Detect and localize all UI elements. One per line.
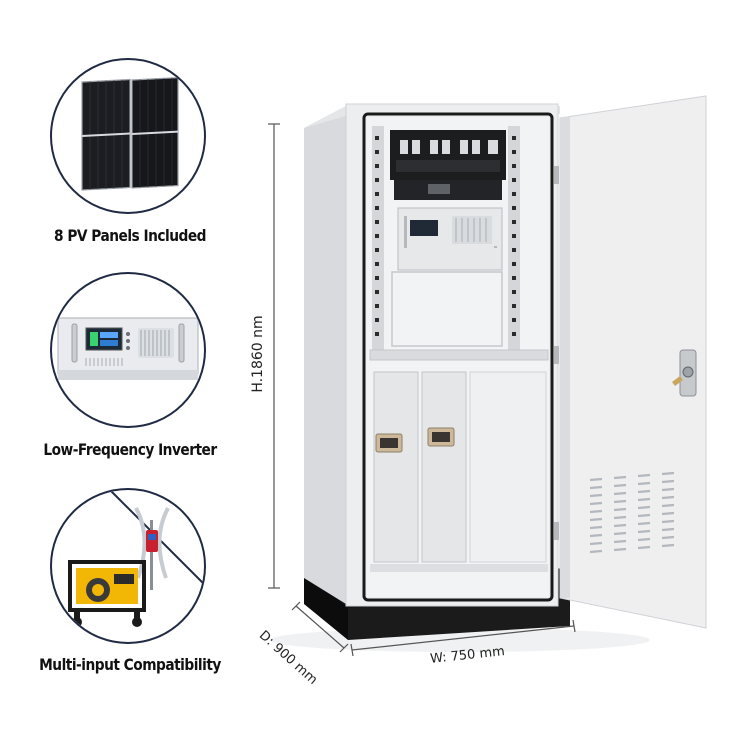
width-dimension-line [350,619,576,657]
wind-turbine-icon [134,507,170,590]
pv-panels-caption: 8 PV Panels Included [53,226,207,245]
door-lock-icon [672,349,697,397]
cabinet-side-panel [304,106,346,604]
rack-inverter-unit [397,207,503,271]
height-dimension-label: H.1860 nm [250,315,266,393]
cabinet-illustration [268,95,707,657]
charge-controller-unit [394,180,502,200]
door-vents [589,471,675,554]
solar-panel-icon [81,76,179,191]
diesel-generator-icon [68,560,146,627]
depth-dimension-line [291,601,349,653]
inverter-badge [50,272,206,428]
pv-panels-badge [50,58,206,214]
inverter-caption: Low-Frequency Inverter [43,440,217,459]
multi-input-caption: Multi-input Compatibility [39,655,221,674]
battery-module-2 [421,371,467,563]
inverter-icon [57,317,199,380]
cabinet-door [559,95,707,629]
empty-battery-bay [469,371,547,563]
rack-rails [372,126,520,350]
breaker-unit [390,130,506,180]
generator-wind-turbine-icon [68,490,204,627]
height-dimension-line [268,123,280,589]
battery-module-1 [373,371,419,563]
multi-input-badge [50,488,206,644]
